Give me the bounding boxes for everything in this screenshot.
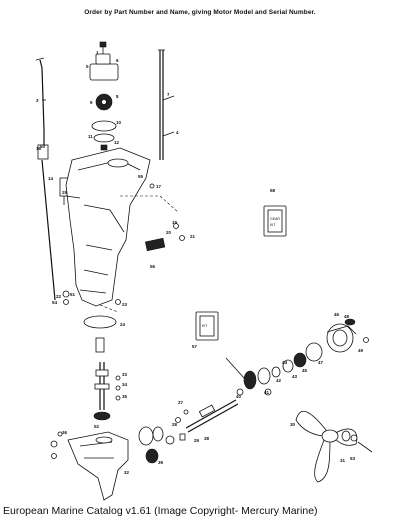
callout-12: 12 (114, 140, 120, 145)
callout-16: 16 (36, 146, 42, 151)
callout-55: 55 (138, 174, 144, 179)
callout-41: 41 (264, 390, 270, 395)
svg-text:KIT: KIT (270, 223, 276, 227)
callout-54: 54 (52, 300, 58, 305)
catalog-caption-footer: European Marine Catalog v1.61 (Image Cop… (3, 505, 318, 517)
catalog-instruction-header: Order by Part Number and Name, giving Mo… (84, 9, 316, 16)
callout-58: 58 (270, 188, 276, 193)
callout-33: 33 (122, 372, 128, 377)
callout-38: 38 (204, 436, 210, 441)
callout-14: 14 (48, 176, 54, 181)
callout-34: 34 (122, 382, 128, 387)
driveshaft-lower-stack (93, 337, 121, 421)
callout-50: 50 (40, 144, 46, 149)
drive-shaft (158, 49, 165, 160)
housing-bolts (62, 290, 121, 305)
callout-7: 7 (167, 92, 170, 97)
callout-20: 20 (166, 230, 172, 235)
callout-49: 49 (358, 348, 364, 353)
impeller (95, 93, 113, 111)
callout-11: 11 (88, 134, 93, 139)
callout-42: 42 (276, 378, 282, 383)
callout-21: 21 (190, 234, 196, 239)
callout-28: 28 (172, 422, 178, 427)
water-pump-assembly (89, 41, 119, 151)
parts-kit-57: KIT (195, 311, 219, 341)
callout-10: 10 (116, 120, 122, 125)
leader-lines (42, 95, 245, 379)
callout-43: 43 (292, 374, 298, 379)
callout-17: 17 (156, 184, 162, 189)
propeller (295, 410, 373, 483)
callout-46: 46 (334, 312, 340, 317)
shift-coupler (37, 144, 69, 205)
callout-24: 24 (120, 322, 126, 327)
callout-27: 27 (178, 400, 184, 405)
callout-48: 48 (344, 314, 350, 319)
callout-51: 51 (70, 292, 76, 297)
shift-rod (35, 57, 56, 301)
callout-3: 3 (36, 98, 39, 103)
callout-30: 30 (290, 422, 296, 427)
gear-housing-body (65, 147, 179, 313)
callout-57: 57 (192, 344, 198, 349)
callout-35: 35 (122, 394, 128, 399)
callout-labels: 3 5 6 7 4 8 9 10 11 12 14 16 17 19 20 21… (36, 50, 364, 475)
callout-45: 45 (302, 368, 308, 373)
callout-36: 36 (62, 430, 68, 435)
callout-19: 19 (172, 220, 178, 225)
svg-text:KIT: KIT (202, 324, 208, 328)
callout-4: 4 (176, 130, 179, 135)
callout-22: 22 (56, 294, 62, 299)
callout-25: 25 (62, 190, 68, 195)
parts-kit-58: GEAR KIT (263, 205, 287, 237)
svg-text:GEAR: GEAR (270, 217, 280, 221)
callout-29: 29 (194, 438, 200, 443)
callout-32: 32 (124, 470, 130, 475)
forward-gear-parts (138, 426, 186, 464)
housing-gasket (83, 315, 117, 329)
trim-tab (145, 183, 185, 252)
callout-5: 5 (86, 64, 89, 69)
callout-8: 8 (116, 94, 119, 99)
callout-53: 53 (350, 456, 356, 461)
callout-56: 56 (150, 264, 156, 269)
callout-31: 31 (340, 458, 346, 463)
callout-1: 1 (96, 50, 99, 55)
callout-52: 52 (94, 424, 100, 429)
callout-44: 44 (282, 360, 288, 365)
callout-39: 39 (158, 460, 164, 465)
bearing-carrier (326, 318, 369, 353)
propeller-shaft-assembly (175, 399, 239, 433)
callout-6: 6 (116, 58, 119, 63)
reverse-gear-parts (236, 342, 323, 396)
callout-47: 47 (318, 360, 324, 365)
callout-23: 23 (122, 302, 128, 307)
lower-gearcase (50, 431, 129, 501)
callout-40: 40 (236, 394, 242, 399)
callout-9: 9 (90, 100, 93, 105)
